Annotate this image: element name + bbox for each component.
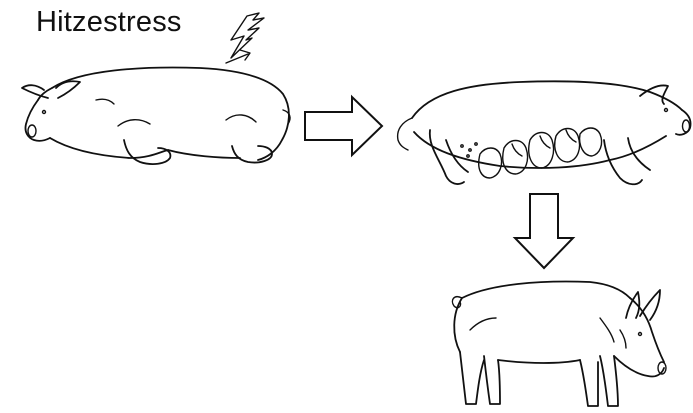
- pig-standing-drawing: [452, 282, 666, 406]
- lightning-icon: [226, 13, 264, 63]
- sow-nursing-drawing: [398, 81, 691, 184]
- arrow-down-icon: [515, 194, 573, 268]
- arrow-right-icon: [305, 97, 382, 155]
- sow-lying-drawing: [22, 68, 290, 165]
